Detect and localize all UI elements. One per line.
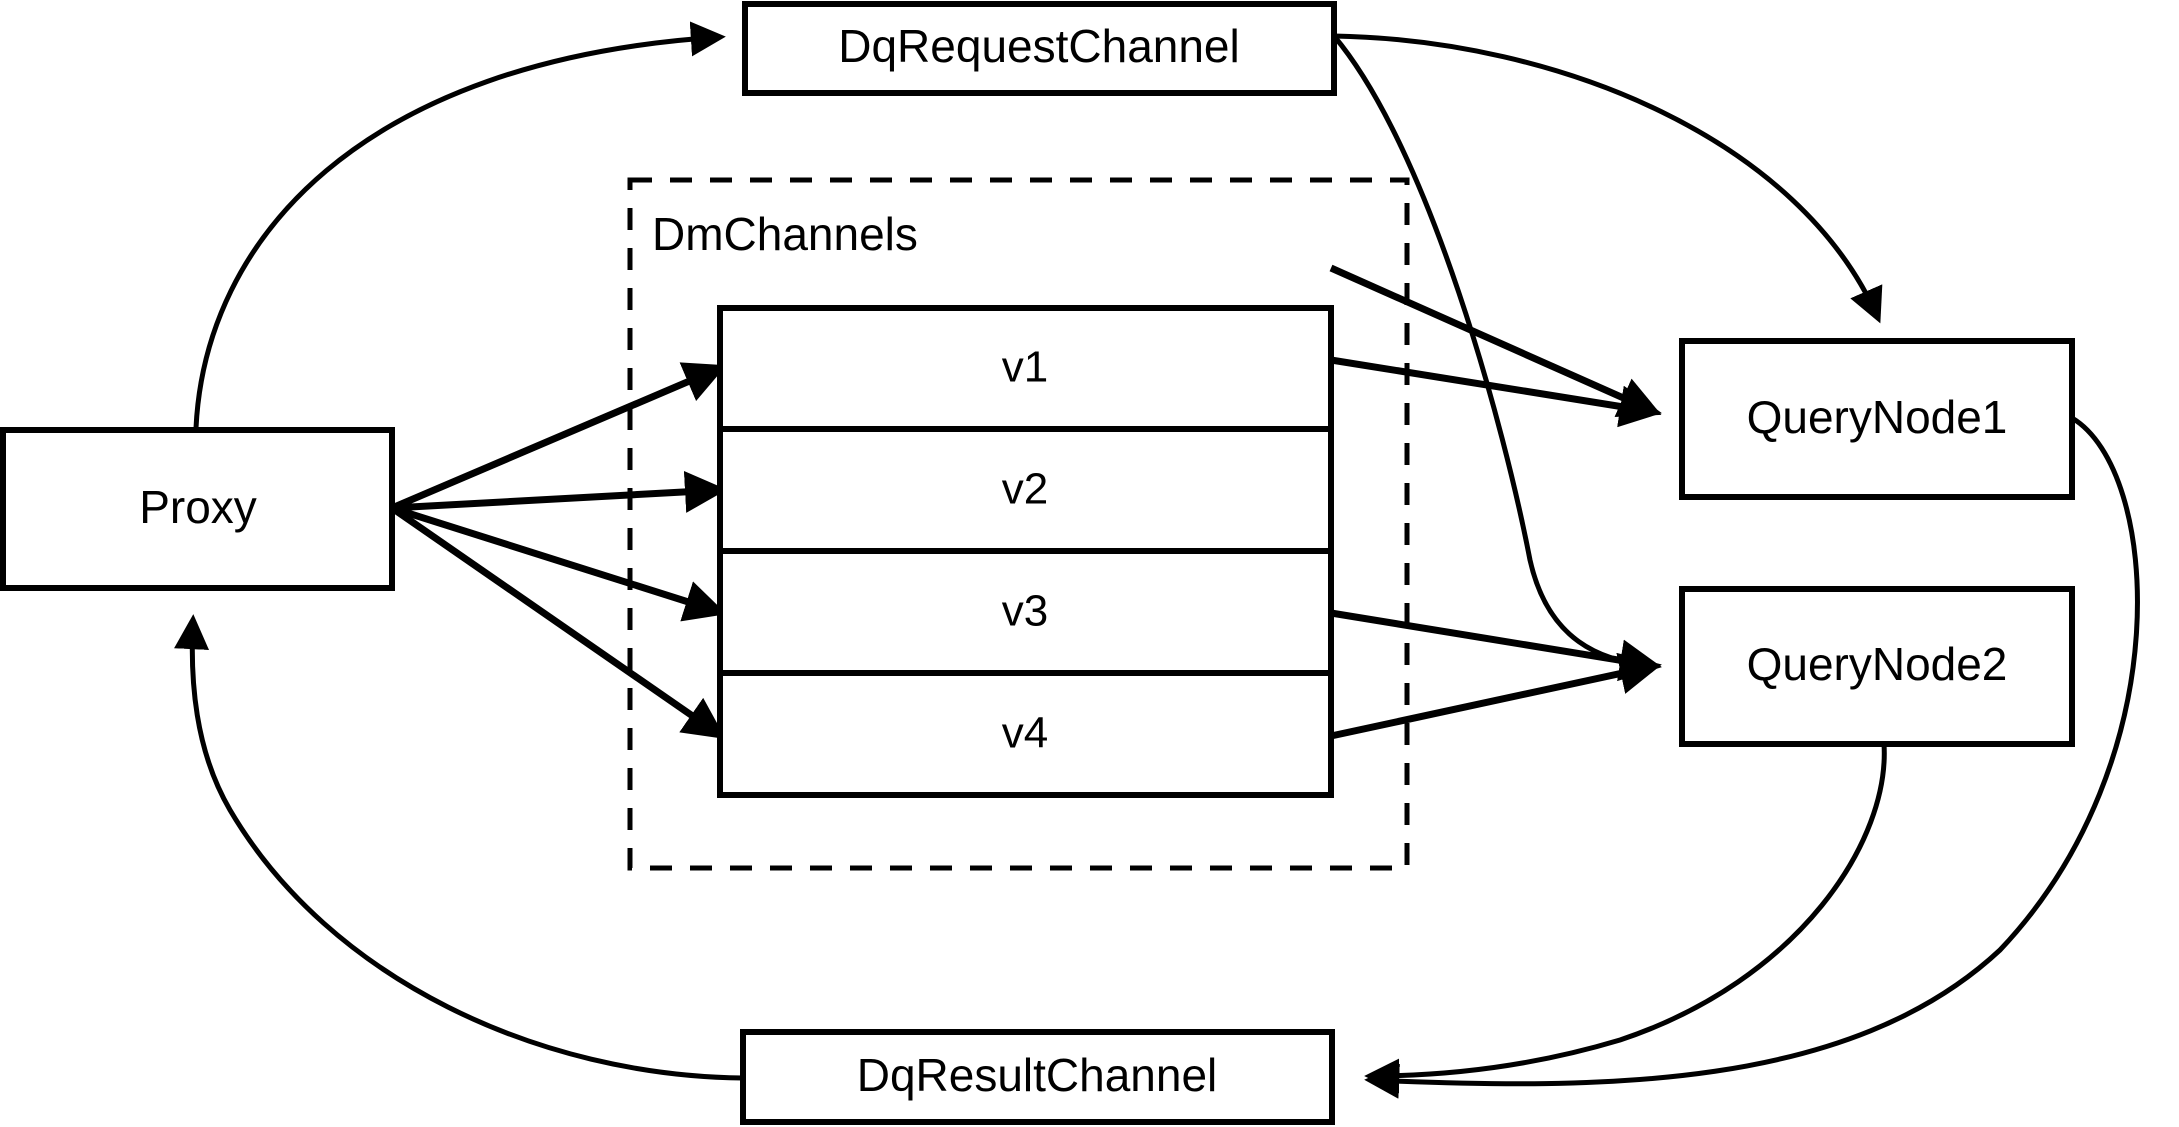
dm-channel-row-v3[interactable]: v3 xyxy=(1002,587,1048,636)
node-querynode1-label: QueryNode1 xyxy=(1747,391,2008,443)
node-dqresultchannel-label: DqResultChannel xyxy=(857,1049,1218,1101)
edge-v3-to-querynode2 xyxy=(1330,609,1662,682)
dm-channel-row-v4[interactable]: v4 xyxy=(1002,709,1048,758)
edge-v4-to-querynode2 xyxy=(1330,652,1662,740)
edge-proxy-to-v4 xyxy=(390,505,726,739)
node-dqrequestchannel-label: DqRequestChannel xyxy=(838,20,1240,72)
node-querynode2-box[interactable] xyxy=(1679,586,2075,747)
edge-querynode2-to-dqresultchannel xyxy=(1364,743,1887,1094)
edge-dqrequestchannel-to-querynode1 xyxy=(1333,33,1883,324)
dm-channel-row-v2[interactable]: v2 xyxy=(1002,465,1048,514)
node-dqresultchannel-box[interactable] xyxy=(740,1029,1335,1125)
dmchannels-group-border xyxy=(627,177,1410,871)
node-querynode1-box[interactable] xyxy=(1679,338,2075,500)
node-proxy-box[interactable] xyxy=(0,427,395,591)
dm-channel-row-v1[interactable]: v1 xyxy=(1002,343,1048,392)
edge-proxy-to-dqrequestchannel xyxy=(193,21,726,429)
edge-querynode1-to-dqresultchannel xyxy=(1364,415,2140,1099)
edge-proxy-to-v2 xyxy=(391,470,727,513)
edge-proxy-to-v3 xyxy=(390,504,727,622)
edge-v2-to-querynode1 xyxy=(1330,356,1662,428)
edge-proxy-to-v1 xyxy=(390,362,727,512)
node-dqrequestchannel-box[interactable] xyxy=(742,1,1337,96)
node-proxy-label: Proxy xyxy=(139,481,257,533)
dmchannels-group-label: DmChannels xyxy=(652,208,918,260)
edge-dqresultchannel-to-proxy xyxy=(174,614,744,1081)
node-querynode2-label: QueryNode2 xyxy=(1747,638,2008,690)
edge-dqrequestchannel-to-querynode2 xyxy=(1332,34,1661,682)
edge-v1-to-querynode1 xyxy=(1329,264,1662,417)
